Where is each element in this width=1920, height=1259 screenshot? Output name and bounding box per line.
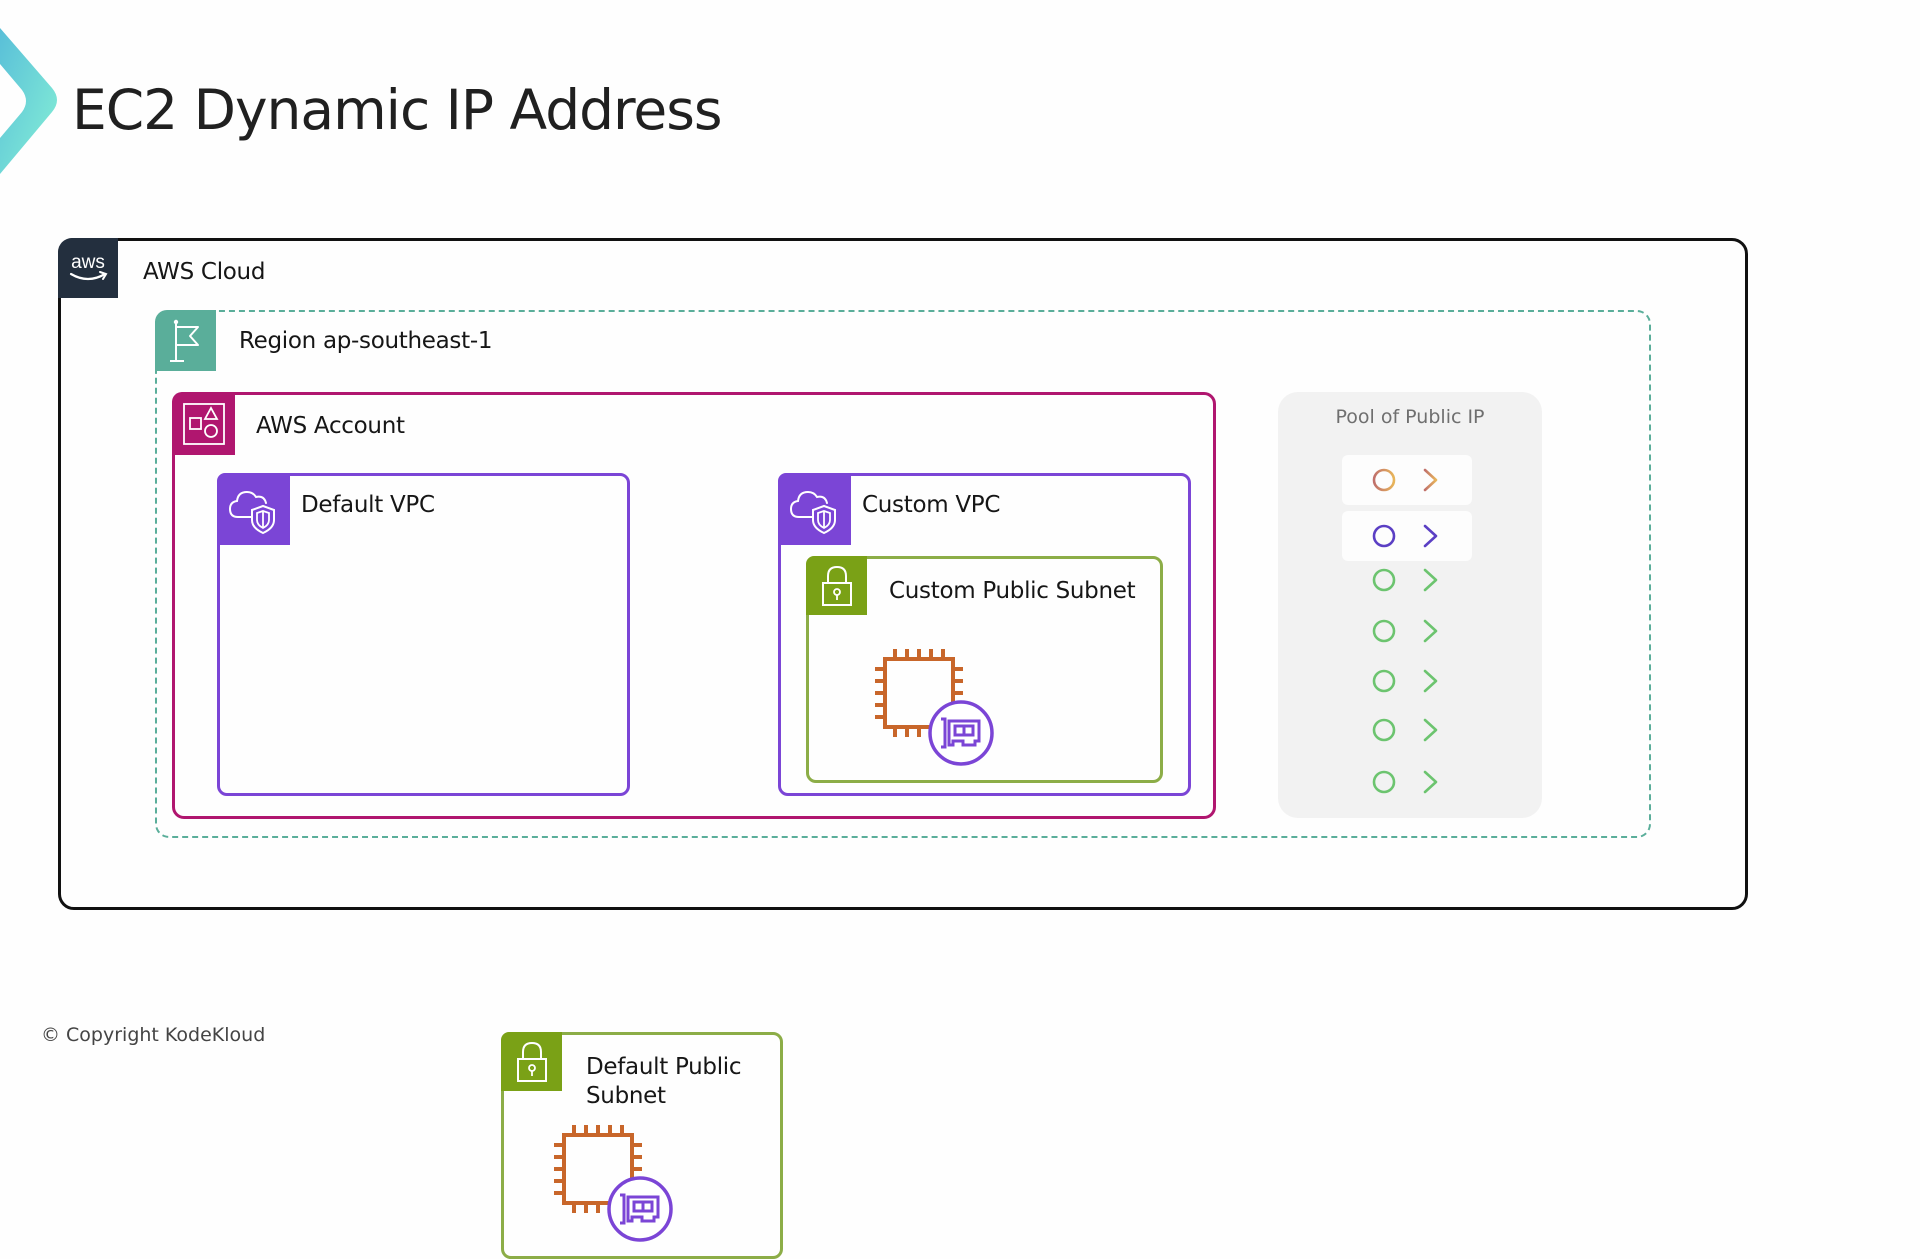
flag-icon [155,310,216,371]
ip-address-item[interactable] [1342,555,1472,605]
public-ip-pool: Pool of Public IP [1278,392,1542,818]
ec2-instance-with-eni-icon[interactable] [550,1123,680,1253]
ip-address-icon [1372,718,1438,742]
ip-address-item[interactable] [1342,606,1472,656]
ip-address-item[interactable] [1342,757,1472,807]
region-label: Region ap-southeast-1 [239,328,493,354]
slide-title: EC2 Dynamic IP Address [72,78,723,142]
default-vpc-label: Default VPC [301,492,435,518]
eni-icon [928,700,994,766]
svg-text:aws: aws [71,252,105,273]
ip-address-icon [1372,568,1438,592]
vpc-cloud-shield-icon [217,473,290,545]
ip-address-icon [1372,619,1438,643]
brand-chevron-icon [0,28,57,174]
copyright-footer: © Copyright KodeKloud [41,1024,266,1046]
default-vpc-group: Default VPC Default Public Subnet [217,473,783,1259]
aws-account-label: AWS Account [256,413,405,439]
ip-address-icon [1372,669,1438,693]
subnet-label-line1: Custom Public Subnet [889,578,1136,604]
region-group: Region ap-southeast-1 [155,310,1651,838]
aws-account-group: AWS Account [172,392,1216,819]
account-shapes-icon [172,392,235,455]
lock-icon [501,1032,562,1091]
eni-icon [607,1176,673,1242]
aws-cloud-label: AWS Cloud [143,259,266,285]
ip-address-item[interactable] [1342,511,1472,561]
subnet-label-line1: Default Public [586,1054,742,1080]
default-public-subnet-group: Default Public Subnet [501,1032,783,1259]
ip-address-item[interactable] [1342,705,1472,755]
ip-address-icon [1372,524,1438,548]
aws-logo-icon: aws [58,238,118,298]
pool-title: Pool of Public IP [1335,406,1485,428]
ec2-chip-icon [875,649,963,737]
custom-vpc-group: Custom VPC [778,473,1191,796]
custom-vpc-label: Custom VPC [862,492,1001,518]
ec2-instance-with-eni-icon[interactable] [871,647,1001,777]
default-public-subnet-label: Default Public Subnet [586,1053,742,1111]
custom-public-subnet-group: Custom Public Subnet [806,556,1163,783]
ip-address-icon [1372,468,1438,492]
aws-cloud-group: aws AWS Cloud [58,238,1748,910]
vpc-cloud-shield-icon [778,473,851,545]
custom-public-subnet-label: Custom Public Subnet [889,577,1136,606]
ip-address-item[interactable] [1342,656,1472,706]
subnet-label-line2: Subnet [586,1083,666,1109]
ip-address-icon [1372,770,1438,794]
ip-address-item[interactable] [1342,455,1472,505]
lock-icon [806,556,867,615]
